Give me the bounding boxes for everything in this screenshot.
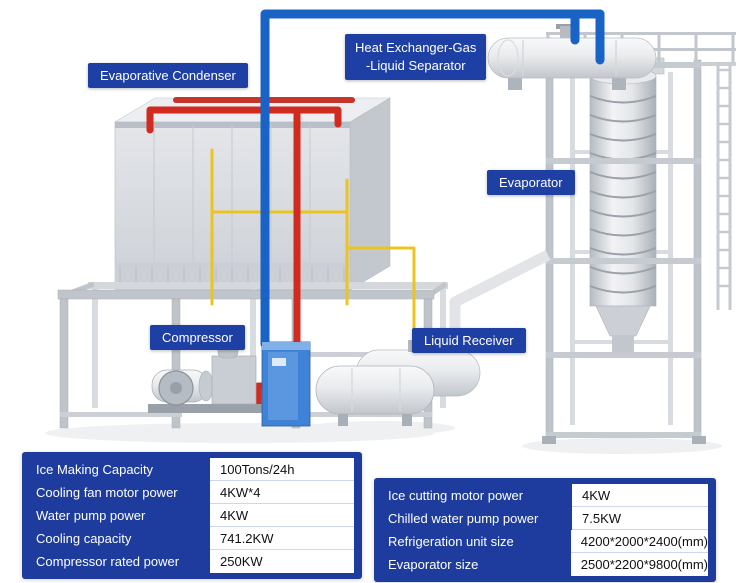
liquid-receiver-tanks — [315, 340, 481, 426]
compressor-unit — [148, 343, 273, 413]
spec-value: 4KW — [210, 504, 354, 527]
spec-value: 741.2KW — [210, 527, 354, 550]
spec-label: Chilled water pump power — [388, 511, 539, 526]
table-row: Ice cutting motor power 4KW — [374, 484, 708, 507]
spec-value: 4KW*4 — [210, 481, 354, 504]
table-row: Cooling capacity 741.2KW — [22, 527, 354, 550]
table-row: Refrigeration unit size 4200*2000*2400(m… — [374, 530, 708, 553]
table-row: Compressor rated power 250KW — [22, 550, 354, 573]
label-evaporative-condenser: Evaporative Condenser — [88, 63, 248, 88]
evaporator-drum — [589, 75, 657, 307]
spec-label: Refrigeration unit size — [388, 534, 514, 549]
table-row: Evaporator size 2500*2200*9800(mm) — [374, 553, 708, 576]
spec-value: 100Tons/24h — [210, 458, 354, 481]
spec-value: 4200*2000*2400(mm) — [570, 530, 708, 553]
label-liquid-receiver: Liquid Receiver — [412, 328, 526, 353]
spec-value: 4KW — [572, 484, 708, 507]
label-heat-exchanger-line1: Heat Exchanger-Gas — [355, 40, 477, 55]
spec-value: 250KW — [210, 550, 354, 573]
spec-value: 7.5KW — [572, 507, 708, 530]
label-heat-exchanger-line2: -Liquid Separator — [365, 58, 466, 74]
spec-label: Cooling fan motor power — [36, 485, 178, 500]
table-row: Chilled water pump power 7.5KW — [374, 507, 708, 530]
evaporator-tower — [449, 32, 736, 444]
label-evaporator: Evaporator — [487, 170, 575, 195]
pipes-yellow — [210, 148, 416, 342]
pipes-blue — [260, 9, 605, 349]
label-heat-exchanger: Heat Exchanger-Gas -Liquid Separator — [345, 34, 487, 81]
spec-value: 2500*2200*9800(mm) — [570, 553, 708, 576]
control-cabinet — [261, 341, 311, 427]
evaporative-condenser-unit — [113, 97, 392, 291]
table-row: Ice Making Capacity 100Tons/24h — [22, 458, 354, 481]
spec-table-left: Ice Making Capacity 100Tons/24h Cooling … — [22, 452, 362, 579]
spec-label: Cooling capacity — [36, 531, 132, 546]
spec-table-right: Ice cutting motor power 4KW Chilled wate… — [374, 478, 716, 582]
spec-label: Water pump power — [36, 508, 146, 523]
table-row: Cooling fan motor power 4KW*4 — [22, 481, 354, 504]
table-row: Water pump power 4KW — [22, 504, 354, 527]
tower-ladder — [701, 62, 736, 310]
spec-label: Ice Making Capacity — [36, 462, 154, 477]
spec-label: Compressor rated power — [36, 554, 180, 569]
label-compressor: Compressor — [150, 325, 245, 350]
spec-label: Evaporator size — [388, 557, 479, 572]
spec-label: Ice cutting motor power — [388, 488, 524, 503]
